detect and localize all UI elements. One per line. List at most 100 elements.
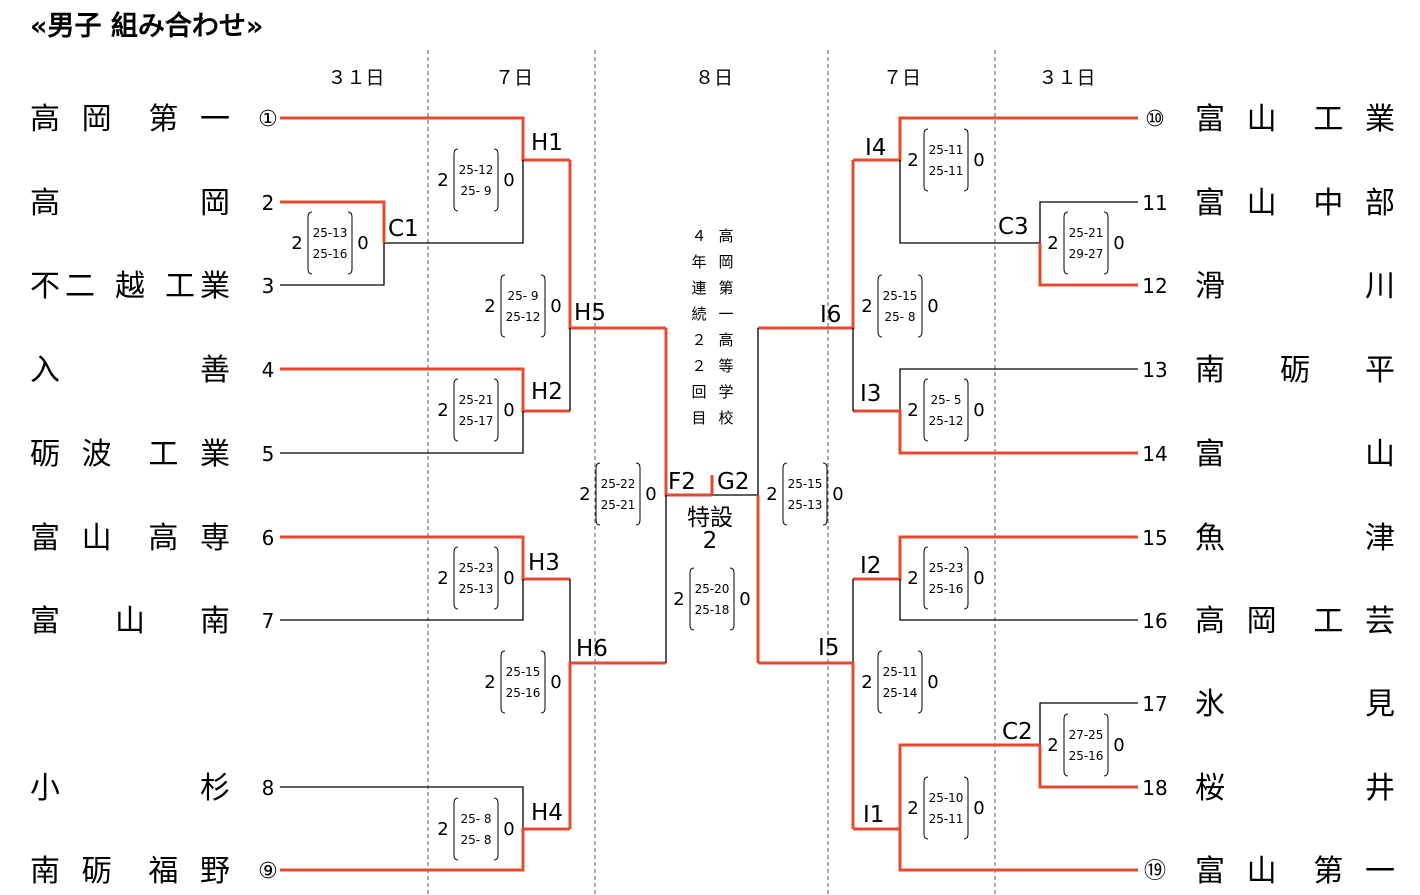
set-score: 25-21 <box>1069 226 1104 240</box>
team-name-right: 第 <box>1313 854 1343 889</box>
sets-won-left: 2 <box>437 568 448 589</box>
seed-number-left: 7 <box>262 609 275 633</box>
sets-won-left: 2 <box>861 672 872 693</box>
set-score: 25-11 <box>929 164 964 178</box>
set-score: 25-15 <box>506 665 541 679</box>
team-name-right: 砺 <box>1280 353 1310 388</box>
team-name-right: 氷 <box>1195 687 1225 722</box>
sets-won-left: 2 <box>579 484 590 505</box>
sets-won-right: 0 <box>973 568 984 589</box>
set-score: 25-15 <box>883 289 918 303</box>
team-name-right: 山 <box>1247 186 1277 221</box>
team-name-left: 南 <box>30 854 60 889</box>
score-bracket-right <box>493 148 499 212</box>
set-score: 27-25 <box>1069 728 1104 742</box>
seed-number-left: 6 <box>262 526 275 550</box>
sets-won-left: 2 <box>291 233 302 254</box>
bracket-line <box>853 409 1138 455</box>
sets-won-left: 2 <box>907 798 918 819</box>
champion-name-char: 学 <box>718 383 733 401</box>
team-name-right: 岡 <box>1247 604 1277 639</box>
score-bracket-right <box>917 274 923 338</box>
score-bracket-left <box>877 274 883 338</box>
sets-won-right: 0 <box>503 568 514 589</box>
team-name-left: 富 <box>30 604 60 639</box>
set-score: 25- 9 <box>460 184 491 198</box>
set-score: 25-16 <box>506 686 541 700</box>
day-header: ７日 <box>495 67 533 89</box>
set-score: 25-18 <box>695 603 730 617</box>
team-name-right: 富 <box>1195 186 1225 221</box>
sets-won-left: 2 <box>484 296 495 317</box>
sets-won-left: 2 <box>907 150 918 171</box>
score-bracket-left <box>1063 211 1069 275</box>
match-label: C2 <box>1002 719 1033 745</box>
seed-number-left: 2 <box>262 191 275 215</box>
match-label: I6 <box>820 302 841 328</box>
seed-number-right: 14 <box>1142 442 1167 466</box>
team-name-right: 富 <box>1195 437 1225 472</box>
champion-record-char: ２ <box>691 331 706 349</box>
score-bracket-left <box>923 128 929 192</box>
score-bracket-right <box>540 650 546 714</box>
match-label: H2 <box>531 379 563 405</box>
day-header: ３１日 <box>1038 67 1095 89</box>
team-name-right: 高 <box>1195 604 1225 639</box>
team-name-left: 福 <box>148 854 178 889</box>
match-label: H1 <box>531 130 563 156</box>
team-name-right: 山 <box>1247 854 1277 889</box>
champion-record-char: 年 <box>691 253 706 271</box>
day-header: ７日 <box>883 67 921 89</box>
bracket-line <box>1039 702 1138 745</box>
score-bracket-right <box>963 546 969 610</box>
sets-won-right: 0 <box>645 484 656 505</box>
team-name-left: 高 <box>148 521 178 556</box>
seed-number-left: ① <box>258 107 278 132</box>
venue-label: 特設 <box>687 505 733 531</box>
day-header: ３１日 <box>327 67 384 89</box>
bracket-line <box>280 243 385 286</box>
sets-won-right: 0 <box>550 672 561 693</box>
seed-number-right: 11 <box>1142 191 1167 215</box>
bracket-line <box>384 160 524 244</box>
score-bracket-left <box>453 148 459 212</box>
champion-record-char: 連 <box>691 279 706 297</box>
score-bracket-right <box>963 128 969 192</box>
score-bracket-left <box>782 462 788 526</box>
score-bracket-right <box>963 378 969 442</box>
bracket-line <box>568 661 666 829</box>
sets-won-left: 2 <box>861 296 872 317</box>
seed-number-left: 3 <box>262 274 275 298</box>
set-score: 25-21 <box>601 498 636 512</box>
sets-won-right: 0 <box>503 170 514 191</box>
team-name-left: 山 <box>115 604 145 639</box>
set-score: 25-15 <box>788 477 823 491</box>
set-score: 25- 5 <box>930 393 961 407</box>
score-bracket-left <box>689 567 695 631</box>
bracket-line <box>1038 745 1138 789</box>
sets-won-right: 0 <box>927 672 938 693</box>
team-name-left: 工 <box>165 269 195 304</box>
score-bracket-left <box>923 776 929 840</box>
bracket-line <box>899 579 1138 621</box>
set-score: 25-13 <box>313 226 348 240</box>
team-name-left: 波 <box>82 437 112 472</box>
bracket-line <box>853 827 1138 872</box>
set-score: 25-11 <box>929 812 964 826</box>
set-score: 25-17 <box>459 414 494 428</box>
set-score: 25- 8 <box>884 310 915 324</box>
